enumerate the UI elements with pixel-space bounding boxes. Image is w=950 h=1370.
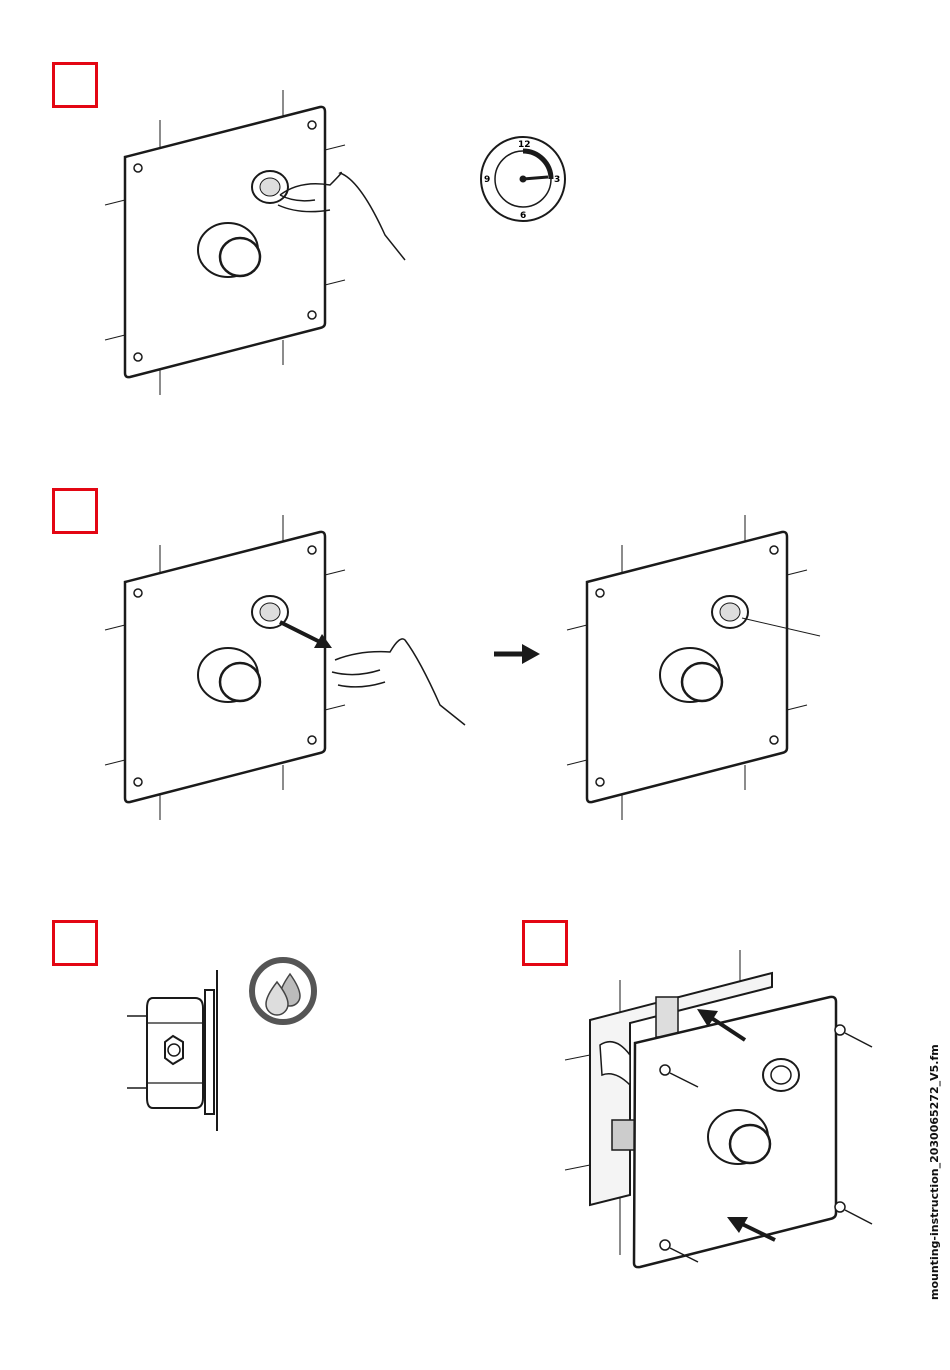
figure-step-2-panel	[100, 510, 480, 820]
figure-step-1-panel	[100, 85, 420, 395]
figure-step-3-valve	[125, 968, 225, 1133]
arrow-right-icon	[492, 642, 542, 666]
footer-filename: mounting-instruction_2030065272_V5.fm	[928, 1060, 948, 1300]
dial-label-6: 6	[520, 211, 526, 221]
figure-step-2-result-panel	[562, 510, 832, 820]
dial-label-3: 3	[554, 175, 560, 185]
step-3-box	[52, 920, 98, 966]
step-1-box	[52, 62, 98, 108]
dial-label-12: 12	[518, 140, 531, 150]
step-2-box	[52, 488, 98, 534]
dial-label-9: 9	[484, 175, 490, 185]
timer-dial: 12 3 6 9	[478, 134, 568, 224]
figure-step-4-exploded	[560, 945, 890, 1285]
water-drops-icon	[248, 956, 318, 1026]
